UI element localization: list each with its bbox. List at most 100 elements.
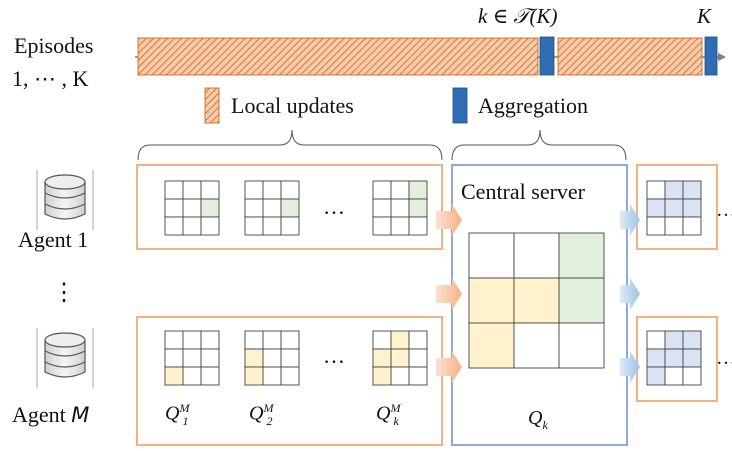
agent-M-prefix: Agent	[12, 402, 72, 427]
q-table-cell	[182, 216, 202, 236]
agent-M-box	[136, 316, 443, 446]
q-table-cell	[372, 330, 392, 350]
q-table-cell	[682, 198, 702, 218]
marker-K-label: K	[697, 4, 712, 28]
q-table-cell	[372, 180, 392, 200]
q-table-cell	[408, 348, 428, 368]
legend-aggregation-label: Aggregation	[478, 93, 588, 118]
episodes-label: Episodes	[14, 33, 94, 58]
q-table-cell	[664, 348, 684, 368]
q-table-cell	[200, 198, 220, 218]
q-table-cell	[244, 348, 264, 368]
agent-1-box	[136, 164, 443, 250]
database-icon	[36, 328, 94, 388]
q-table-cell	[244, 366, 264, 386]
q-table-cell	[682, 366, 702, 386]
q-table-cell	[682, 216, 702, 236]
ellipsis-agent-M: …	[323, 343, 345, 368]
q-table-cell	[390, 330, 410, 350]
q-table-cell	[390, 366, 410, 386]
q-label-1: QM1	[165, 401, 190, 428]
q-table-cell	[262, 330, 282, 350]
q-table-cell	[262, 180, 282, 200]
arrow-agent1-to-server	[436, 204, 462, 236]
q-table-cell	[280, 366, 300, 386]
q-table-cell	[182, 180, 202, 200]
central-server-title: Central server	[461, 179, 585, 204]
q-table-cell	[280, 216, 300, 236]
q-table-cell	[390, 198, 410, 218]
output-box-1	[636, 164, 718, 250]
q-table-cell	[164, 198, 184, 218]
q-table-cell	[182, 348, 202, 368]
q-table-agentM-1	[164, 330, 220, 386]
q-table-cell	[372, 198, 392, 218]
q-table-output-1	[646, 180, 702, 236]
q-table-cell	[164, 216, 184, 236]
q-table-cell	[390, 180, 410, 200]
q-table-cell	[200, 348, 220, 368]
q-table-agent1-1	[164, 180, 220, 236]
q-table-cell	[664, 180, 684, 200]
q-table-cell	[280, 198, 300, 218]
q-table-cell	[182, 198, 202, 218]
ellipsis-output-1: …	[716, 200, 732, 220]
q-table-cell	[468, 232, 515, 279]
q-table-cell	[558, 232, 605, 279]
q-table-cell	[682, 348, 702, 368]
q-table-cell	[558, 277, 605, 324]
q-table-cell	[664, 330, 684, 350]
arrow-agentM-to-server	[436, 351, 462, 383]
q-table-cell	[372, 216, 392, 236]
q-table-cell	[262, 348, 282, 368]
q-table-cell	[200, 330, 220, 350]
q-table-cell	[390, 216, 410, 236]
q-table-cell	[164, 180, 184, 200]
local-update-bar-1	[137, 37, 539, 76]
local-update-bar-2	[557, 37, 703, 76]
q-table-cell	[468, 277, 515, 324]
legend-aggregation-swatch	[452, 87, 468, 124]
q-table-cell	[164, 330, 184, 350]
q-table-cell	[244, 216, 264, 236]
arrow-server-to-outM	[620, 351, 640, 383]
q-table-cell	[408, 216, 428, 236]
server-q-label: Qk	[528, 407, 548, 432]
q-table-cell	[664, 366, 684, 386]
q-table-cell	[244, 330, 264, 350]
output-box-M	[636, 316, 718, 402]
ellipsis-agent-1: …	[323, 194, 345, 219]
q-table-agent1-k	[372, 180, 428, 236]
q-table-cell	[646, 198, 666, 218]
q-table-cell	[664, 198, 684, 218]
q-table-cell	[262, 216, 282, 236]
q-table-cell	[280, 348, 300, 368]
brace-aggregation	[451, 129, 627, 161]
q-table-agentM-k	[372, 330, 428, 386]
database-icon	[36, 170, 94, 230]
agent-M-label: Agent M	[12, 404, 89, 426]
legend-local-label: Local updates	[231, 93, 354, 118]
agent-1-label: Agent 1	[18, 227, 89, 252]
vertical-ellipsis: ⋮	[52, 280, 76, 306]
q-table-output-M	[646, 330, 702, 386]
episode-timeline	[135, 36, 726, 76]
q-table-cell	[372, 366, 392, 386]
q-table-cell	[280, 330, 300, 350]
q-table-agent1-2	[244, 180, 300, 236]
episodes-range-label: 1, ⋯ , K	[12, 66, 89, 91]
q-label-2: QM2	[249, 401, 274, 428]
q-table-cell	[200, 180, 220, 200]
q-table-cell	[390, 348, 410, 368]
q-table-cell	[372, 348, 392, 368]
q-table-cell	[280, 180, 300, 200]
aggregation-bar-1	[539, 36, 555, 76]
q-table-cell	[164, 348, 184, 368]
arrow-server-middle	[620, 278, 640, 310]
agent-M-var: M	[71, 403, 90, 427]
q-table-cell	[164, 366, 184, 386]
marker-k-label: k ∈ 𝒯(K)	[478, 4, 558, 28]
q-table-cell	[408, 198, 428, 218]
q-table-cell	[558, 322, 605, 369]
q-label-k: QMk	[376, 401, 401, 428]
